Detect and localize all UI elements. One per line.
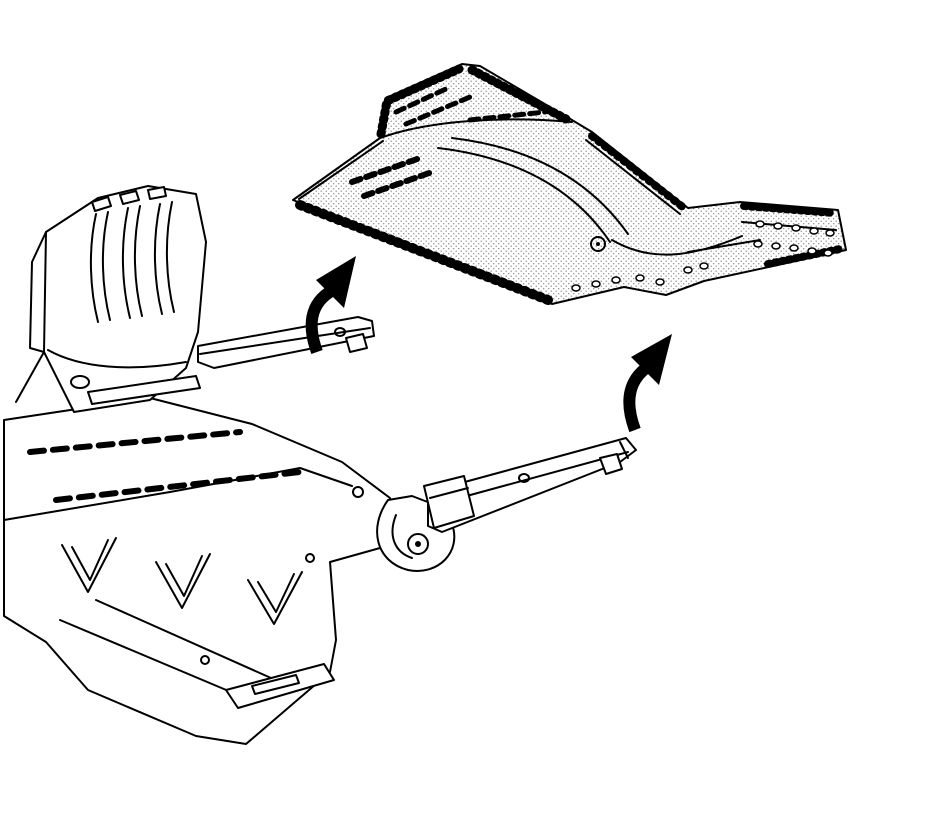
panel-center-dot [596,242,600,246]
rail-bracket [345,333,368,353]
panel-vent-slots [349,155,435,199]
bolt-holes [571,220,835,292]
bottom-plate [225,663,335,709]
flange-hatching-hump-right [467,65,571,124]
seat-back-hole [70,375,90,389]
rear-floor-panel [292,63,847,305]
gusset-1 [61,537,117,593]
flange-hatching-hump-left [376,64,464,139]
panel-center-hole [590,236,606,252]
flange-hatching-top-right [588,132,688,212]
curved-up-arrow-icon-right [623,334,672,433]
wheel-well-arc [437,137,629,243]
seat-back-tabs [91,186,167,212]
gusset-3 [247,571,303,625]
crossmember-slots [27,429,243,455]
flange-hatching-plate-top [740,202,838,217]
curved-up-arrow-icon-left [305,256,356,355]
panel-inner-edges [298,139,837,256]
seat-back-panel [15,185,207,413]
rail-hole [334,327,346,337]
gusset-2 [155,553,211,609]
seat-back-ribs [89,201,175,323]
rail-hole [518,473,530,483]
crossmember-details [3,375,364,709]
underbody-assembly [3,185,637,745]
flange-hatching-left [295,200,553,305]
hump-vent-slots [393,85,548,127]
left-frame-rail [197,316,375,369]
right-frame-rail [423,437,637,533]
lower-channel [59,599,281,701]
